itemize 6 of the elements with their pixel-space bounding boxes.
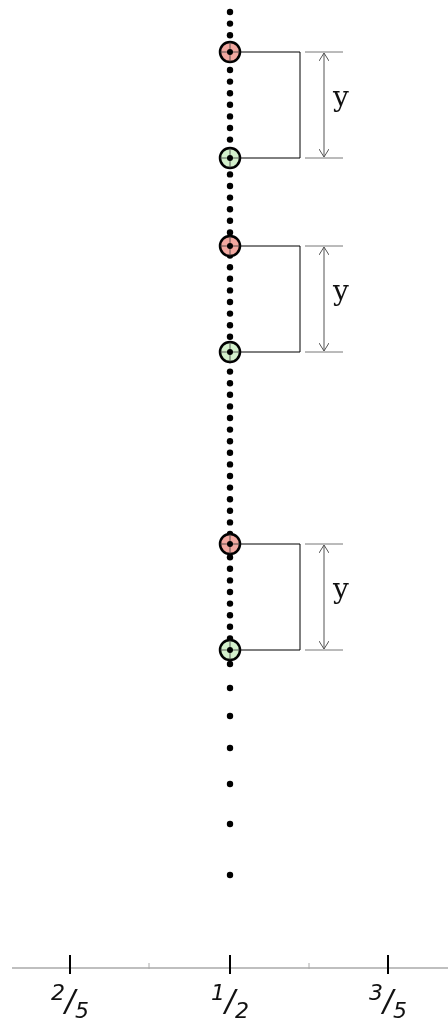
tick-label: $^{2}$/$_{5}$	[51, 982, 90, 1022]
variable-label: y	[333, 83, 349, 111]
tick-label: $^{3}$/$_{5}$	[369, 982, 408, 1022]
variable-label: y	[333, 575, 349, 603]
variable-label: y	[333, 277, 349, 305]
tick-label: $^{1}$/$_{2}$	[211, 982, 250, 1022]
